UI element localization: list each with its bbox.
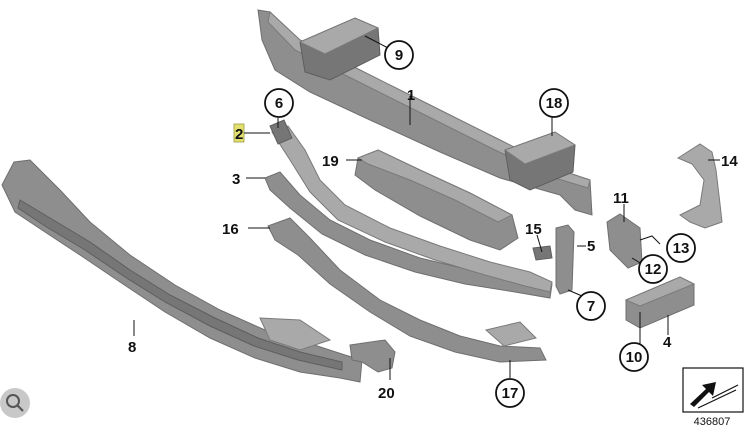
callout-20: 20 [378, 385, 395, 402]
callout-8: 8 [128, 339, 136, 356]
callout-18: 18 [539, 88, 569, 118]
reference-number: 436807 [694, 416, 731, 428]
callout-5: 5 [587, 238, 595, 255]
part-16-lower-bar [267, 217, 547, 363]
svg-text:17: 17 [502, 385, 519, 402]
part-6-guide-bar [233, 119, 553, 293]
callout-10: 10 [619, 342, 649, 372]
callout-14: 14 [721, 153, 738, 170]
part-14-side-bracket [676, 143, 723, 229]
callout-7: 7 [576, 291, 606, 321]
part-20-bracket [349, 339, 396, 373]
callout-12: 12 [638, 254, 668, 284]
svg-text:13: 13 [673, 240, 690, 257]
callout-2: 2 [235, 126, 243, 143]
callout-6: 6 [264, 88, 294, 118]
callout-3: 3 [232, 171, 240, 188]
part-1-bumper-carrier [257, 9, 593, 216]
callout-16: 16 [222, 221, 239, 238]
svg-text:6: 6 [275, 95, 283, 112]
part-4-block [624, 276, 696, 329]
callout-11: 11 [613, 190, 629, 207]
svg-text:18: 18 [546, 95, 563, 112]
search-icon[interactable] [0, 388, 30, 418]
leader-lines [133, 35, 720, 380]
callout-19: 19 [322, 153, 339, 170]
callout-15: 15 [525, 221, 542, 238]
part-19-crash-pad [354, 149, 519, 251]
callout-1: 1 [407, 87, 415, 104]
callout-4: 4 [663, 334, 672, 351]
arrow-icon [690, 382, 716, 407]
svg-text:9: 9 [395, 47, 403, 64]
svg-text:7: 7 [587, 298, 595, 315]
reference-box: 436807 [682, 367, 744, 428]
callout-17: 17 [495, 378, 525, 408]
svg-text:10: 10 [626, 349, 643, 366]
callout-13: 13 [666, 233, 696, 263]
callout-9: 9 [384, 40, 414, 70]
search-glyph [6, 394, 24, 412]
part-5-bracket [532, 224, 575, 295]
part-8-energy-absorber [1, 159, 363, 383]
svg-text:12: 12 [645, 261, 662, 278]
